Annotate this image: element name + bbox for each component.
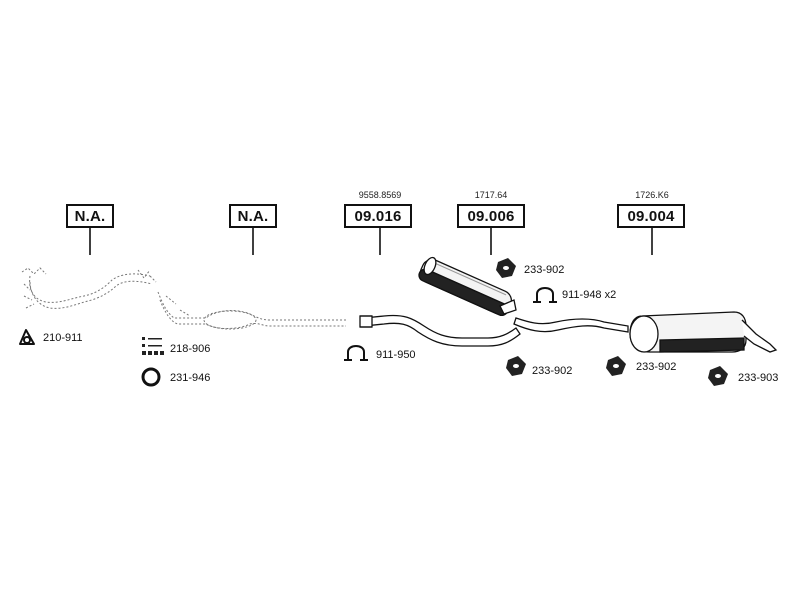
code-1717-64: 1717.64 — [474, 190, 508, 200]
box-09-004[interactable]: 09.004 — [617, 204, 685, 228]
part-label-233-903: 233-903 — [738, 372, 779, 384]
part-label-233-902-a: 233-902 — [524, 264, 565, 276]
part-label-911-950: 911-950 — [376, 349, 416, 361]
part-label-218-906: 218-906 — [170, 343, 211, 355]
code-1726-k6: 1726.K6 — [635, 190, 669, 200]
box-09-006[interactable]: 09.006 — [457, 204, 525, 228]
part-label-233-902-c: 233-902 — [636, 361, 677, 373]
mount-highlights — [503, 266, 721, 378]
front-pipe-na — [21, 267, 157, 309]
part-label-233-902-b: 233-902 — [532, 365, 573, 377]
rubber-mount-icon — [496, 258, 728, 386]
box-09-016[interactable]: 09.016 — [344, 204, 412, 228]
rear-silencer — [513, 311, 778, 353]
clamp-icon — [344, 345, 368, 361]
centre-muffler — [418, 256, 517, 317]
bolt-set-icon — [142, 337, 164, 355]
part-label-231-946: 231-946 — [170, 372, 211, 384]
middle-pipe — [359, 314, 521, 347]
part-label-911-948: 911-948 x2 — [562, 289, 617, 301]
code-9558-8569: 9558.8569 — [358, 190, 402, 200]
leader-lines — [89, 228, 653, 255]
clamp-icon — [533, 287, 557, 303]
box-na-2[interactable]: N.A. — [229, 204, 277, 228]
part-label-210-911: 210-911 — [43, 332, 83, 344]
ring-gasket-icon — [141, 367, 161, 387]
triangle-gasket-icon — [19, 329, 35, 345]
cat-section-na — [157, 291, 346, 330]
box-na-1[interactable]: N.A. — [66, 204, 114, 228]
